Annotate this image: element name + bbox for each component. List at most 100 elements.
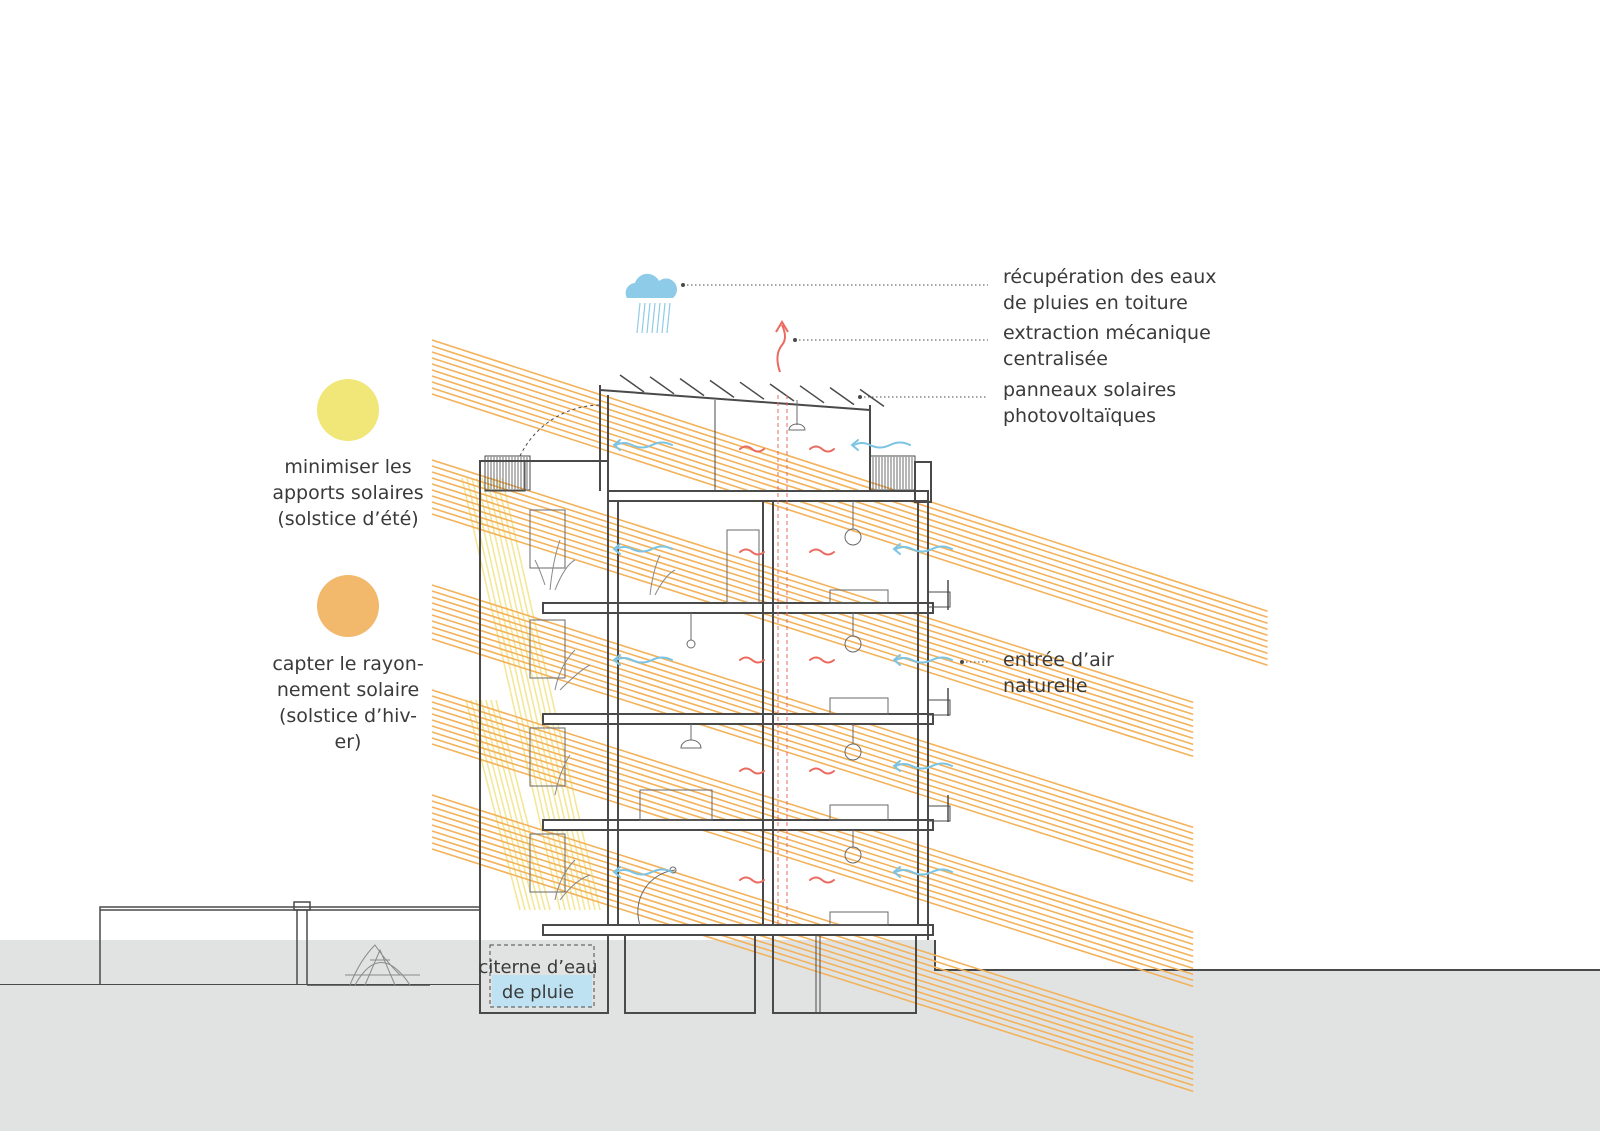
- summer-ray: [431, 459, 1194, 704]
- floor-slab-2: [542, 713, 934, 725]
- winter-ray: [495, 699, 551, 911]
- airflow-arrow-icon: [615, 545, 673, 553]
- interior-furniture: [529, 400, 889, 926]
- floor-slab-3: [542, 602, 934, 614]
- exhaust-squiggle: [739, 876, 765, 884]
- airflow-arrows: [612, 439, 953, 884]
- label-winter-sun: capter le rayon- nement solaire (solstic…: [272, 653, 424, 753]
- label-cistern: citerne d’eau de pluie: [478, 957, 598, 1003]
- airflow-arrow-icon: [615, 441, 673, 449]
- summer-ray: [431, 339, 1268, 612]
- roof-railing: [487, 457, 913, 489]
- airflow-arrow-icon: [895, 762, 953, 770]
- airflow-arrowhead: [612, 654, 621, 666]
- summer-ray: [431, 725, 1194, 970]
- summer-ray: [431, 836, 1194, 1081]
- neighbour-wall: [99, 901, 480, 986]
- summer-ray: [431, 848, 1194, 1093]
- sun-summer-icon: [317, 379, 379, 441]
- winter-ray: [465, 699, 521, 911]
- airflow-arrow-icon: [895, 545, 953, 553]
- solar-panel: [679, 377, 705, 397]
- ground-slab: [542, 924, 934, 936]
- summer-ray: [431, 824, 1194, 1069]
- summer-ray: [431, 608, 1194, 853]
- winter-ray: [471, 477, 571, 911]
- airflow-arrowhead: [892, 543, 901, 555]
- garden-shrub: [345, 944, 420, 986]
- summer-ray: [431, 381, 1268, 654]
- solar-panel: [859, 388, 885, 408]
- exhaust-squiggle: [809, 445, 835, 453]
- solar-panels: [619, 374, 885, 408]
- summer-ray: [431, 632, 1194, 877]
- summer-ray: [431, 626, 1194, 871]
- ground-line-right: [934, 940, 1600, 971]
- ground-fill: [0, 985, 1600, 1131]
- summer-ray: [431, 620, 1194, 865]
- airflow-arrow-icon: [615, 868, 673, 876]
- winter-ray: [501, 477, 601, 911]
- label-solar-panels: panneaux solaires photovoltaïques: [1003, 379, 1177, 427]
- airflow-arrowhead: [612, 543, 621, 555]
- summer-ray: [431, 501, 1194, 746]
- airflow-arrowhead: [892, 866, 901, 878]
- exhaust-squiggle: [809, 656, 835, 664]
- winter-ray: [480, 699, 536, 911]
- winter-ray: [476, 477, 576, 911]
- summer-ray: [431, 842, 1194, 1087]
- roof-slab: [607, 490, 929, 502]
- solar-panel: [769, 383, 795, 402]
- label-extraction: extraction mécanique centralisée: [1003, 322, 1211, 370]
- airflow-arrowhead: [612, 439, 621, 451]
- summer-ray: [431, 369, 1268, 642]
- airflow-arrow-icon: [895, 656, 953, 664]
- winter-ray: [485, 699, 541, 911]
- plants: [534, 539, 676, 901]
- exhaust-squiggle: [739, 656, 765, 664]
- exhaust-squiggle: [809, 548, 835, 556]
- solar-panel: [619, 374, 645, 393]
- exhaust-squiggle: [739, 548, 765, 556]
- summer-ray: [431, 830, 1194, 1075]
- label-rainwater: récupération des eaux de pluies en toitu…: [1003, 266, 1217, 314]
- summer-ray: [431, 818, 1194, 1063]
- solar-panel: [709, 379, 735, 399]
- summer-ray: [431, 794, 1194, 1039]
- exhaust-squiggle: [809, 767, 835, 775]
- summer-ray: [431, 375, 1268, 648]
- summer-ray: [431, 689, 1194, 934]
- summer-ray: [431, 495, 1194, 740]
- winter-ray: [461, 477, 561, 911]
- summer-ray: [431, 713, 1194, 958]
- summer-ray: [431, 638, 1194, 883]
- summer-ray: [431, 719, 1194, 964]
- solar-panel: [829, 386, 855, 406]
- summer-ray: [431, 507, 1194, 752]
- airflow-arrowhead: [892, 654, 901, 666]
- solar-panel: [799, 385, 825, 404]
- exhaust-squiggle: [809, 876, 835, 884]
- leader-dots: [681, 283, 964, 664]
- summer-ray: [431, 387, 1268, 660]
- airflow-arrowhead: [612, 866, 621, 878]
- leader-lines: [683, 284, 988, 663]
- summer-ray: [431, 351, 1268, 624]
- label-summer-sun: minimiser les apports solaires (solstice…: [272, 456, 424, 530]
- cistern-water: [492, 975, 592, 1007]
- winter-ray: [475, 699, 531, 911]
- summer-ray: [431, 584, 1194, 829]
- solar-panel: [739, 381, 765, 400]
- summer-ray: [431, 590, 1194, 835]
- airflow-arrow-icon: [895, 868, 953, 876]
- exhaust-squiggle: [739, 445, 765, 453]
- airflow-arrowhead: [850, 439, 859, 451]
- exhaust-squiggle: [739, 767, 765, 775]
- winter-ray: [491, 477, 591, 911]
- ventilation-shaft: [777, 395, 788, 925]
- building: [479, 385, 951, 1014]
- airflow-arrowhead: [892, 760, 901, 772]
- summer-ray: [431, 477, 1194, 722]
